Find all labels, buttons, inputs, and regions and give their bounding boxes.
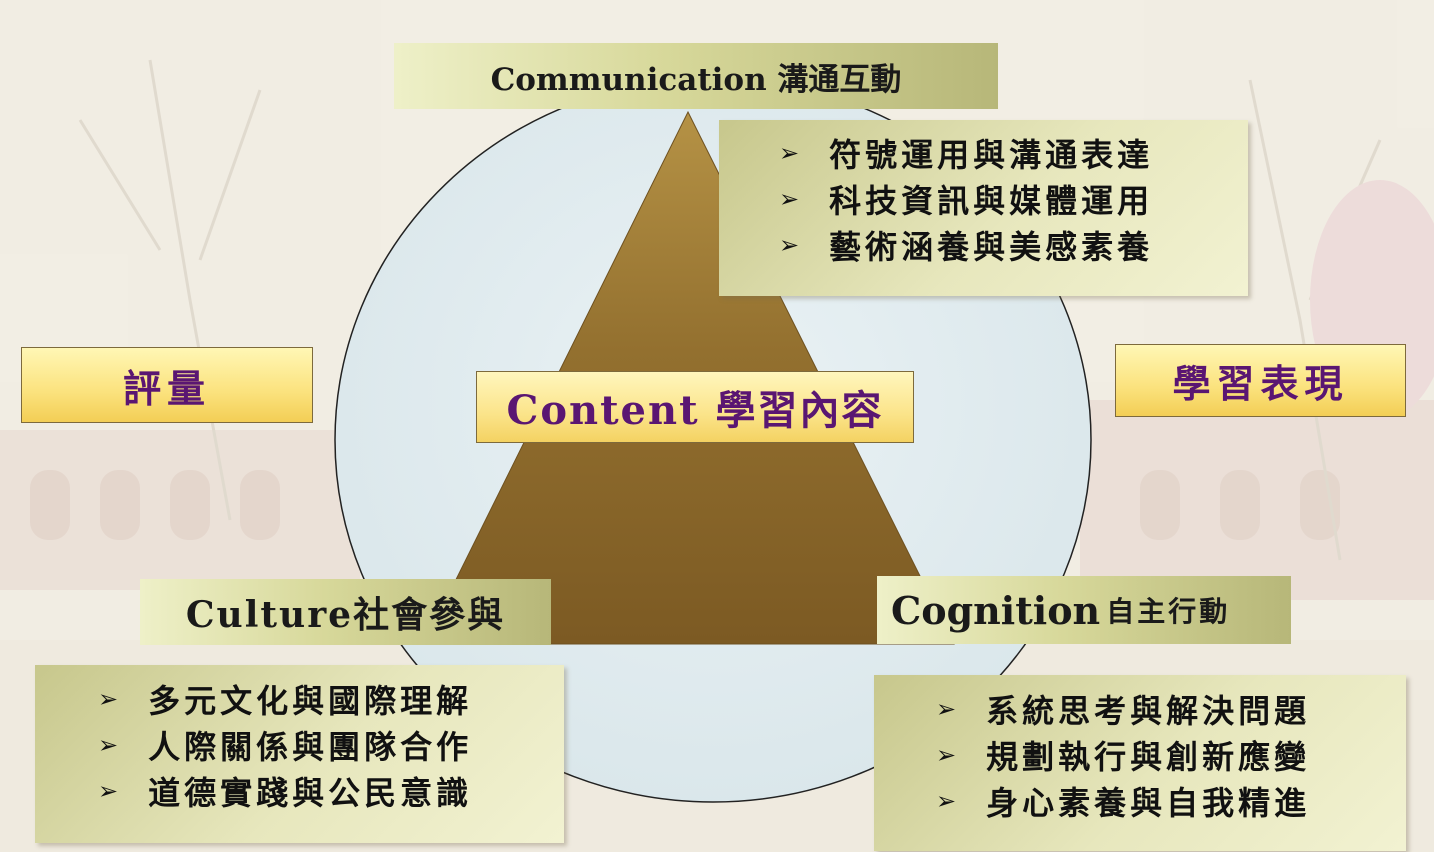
list-item: ➢科技資訊與媒體運用	[779, 182, 1154, 220]
learning-performance-label: 學習表現	[1115, 344, 1406, 417]
list-item: ➢多元文化與國際理解	[98, 682, 473, 720]
list-item: ➢藝術涵養與美感素養	[779, 228, 1154, 266]
arrow-bullet-icon: ➢	[98, 731, 119, 759]
cognition-list: ➢系統思考與解決問題 ➢規劃執行與創新應變 ➢身心素養與自我精進	[874, 675, 1406, 851]
list-item: ➢人際關係與團隊合作	[98, 728, 473, 766]
arrow-bullet-icon: ➢	[779, 139, 800, 167]
cognition-title-bar: Cognition 自主行動	[877, 576, 1291, 644]
assessment-label: 評量	[21, 347, 313, 423]
list-item: ➢道德實踐與公民意識	[98, 774, 473, 812]
list-item: ➢系統思考與解決問題	[936, 692, 1311, 730]
cognition-title-main: Cognition	[891, 587, 1101, 633]
arrow-bullet-icon: ➢	[98, 777, 119, 805]
culture-list: ➢多元文化與國際理解 ➢人際關係與團隊合作 ➢道德實踐與公民意識	[35, 665, 564, 843]
communication-title: Communication 溝通互動	[490, 61, 902, 98]
culture-title: Culture社會參與	[185, 594, 506, 636]
arrow-bullet-icon: ➢	[936, 787, 957, 815]
list-item: ➢規劃執行與創新應變	[936, 738, 1311, 776]
communication-title-bar: Communication 溝通互動	[394, 43, 998, 109]
arrow-bullet-icon: ➢	[936, 695, 957, 723]
arrow-bullet-icon: ➢	[779, 185, 800, 213]
content-label: Content 學習內容	[476, 371, 914, 443]
list-item: ➢符號運用與溝通表達	[779, 136, 1154, 174]
arrow-bullet-icon: ➢	[779, 231, 800, 259]
arrow-bullet-icon: ➢	[98, 685, 119, 713]
list-item: ➢身心素養與自我精進	[936, 784, 1311, 822]
cognition-title-sub: 自主行動	[1106, 595, 1231, 628]
arrow-bullet-icon: ➢	[936, 741, 957, 769]
communication-list: ➢符號運用與溝通表達 ➢科技資訊與媒體運用 ➢藝術涵養與美感素養	[719, 120, 1248, 296]
culture-title-bar: Culture社會參與	[140, 579, 551, 645]
